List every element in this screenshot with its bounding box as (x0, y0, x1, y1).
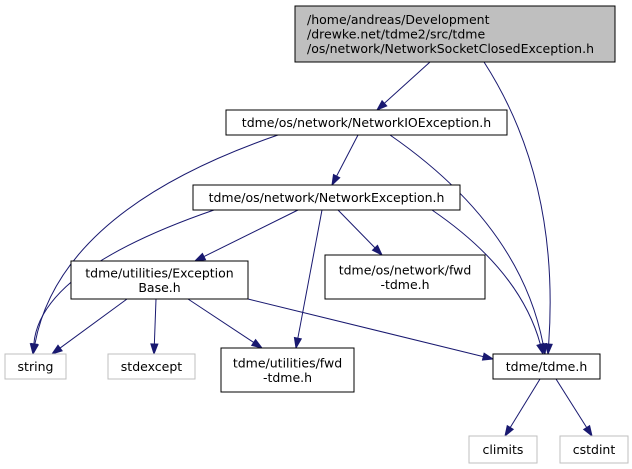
edge-exceptionbase-to-tdme (247, 298, 495, 361)
node-label-line: tdme/tdme.h (506, 359, 588, 374)
node-box (225, 109, 508, 136)
arrowhead (150, 343, 159, 356)
node-label-line: tdme/utilities/fwd (233, 355, 342, 370)
node-label-line: tdme/os/network/fwd (339, 262, 472, 277)
edge-line (337, 209, 376, 249)
arrowhead (582, 424, 593, 438)
node-label-line: climits (483, 442, 524, 457)
node-label-line: /os/network/NetworkSocketClosedException… (307, 41, 594, 56)
node-tdme[interactable]: tdme/tdme.h (492, 353, 601, 380)
edge-line (389, 134, 544, 345)
node-label-line: /drewke.net/tdme2/src/tdme (307, 27, 485, 42)
node-label-line: stdexcept (121, 359, 182, 374)
edge-line (483, 61, 551, 345)
node-networkexception[interactable]: tdme/os/network/NetworkException.h (192, 184, 461, 211)
node-label-line: /home/andreas/Development (307, 12, 490, 27)
edge-line (509, 378, 541, 428)
edge-exceptionbase-to-string (50, 298, 128, 355)
edges-layer (29, 61, 593, 438)
edge-line (555, 378, 588, 428)
node-box (492, 353, 601, 380)
edge-networkexception-to-tdme (431, 209, 545, 356)
node-label-line: string (18, 359, 54, 374)
arrowhead (504, 424, 515, 438)
node-root[interactable]: /home/andreas/Development/drewke.net/tdm… (294, 5, 616, 63)
arrowhead (536, 342, 545, 356)
node-string[interactable]: string (4, 353, 67, 380)
edge-line (297, 209, 323, 339)
nodes-layer: /home/andreas/Development/drewke.net/tdm… (4, 5, 629, 464)
edge-line (59, 298, 128, 349)
node-label-line: tdme/os/network/NetworkIOException.h (242, 115, 491, 130)
edge-line (187, 298, 254, 343)
node-stdexcept[interactable]: stdexcept (107, 353, 196, 380)
arrowhead (250, 338, 264, 349)
arrowhead (481, 352, 495, 361)
edge-tdme-to-cstdint (555, 378, 593, 438)
edge-networkioexception-to-tdme (389, 134, 548, 356)
edge-line (431, 209, 541, 345)
edge-networkioexception-to-networkexception (331, 134, 359, 187)
node-box (559, 435, 629, 464)
edge-root-to-tdme (483, 61, 553, 356)
node-network-fwd[interactable]: tdme/os/network/fwd-tdme.h (324, 254, 486, 300)
node-networkioexception[interactable]: tdme/os/network/NetworkIOException.h (225, 109, 508, 136)
node-box (324, 254, 486, 300)
node-label-line: -tdme.h (263, 370, 312, 385)
edge-line (34, 134, 279, 345)
edge-line (153, 298, 157, 345)
node-box (220, 347, 355, 393)
node-box (468, 435, 538, 464)
arrowhead (371, 244, 384, 257)
node-box (4, 353, 67, 380)
edge-line (384, 61, 431, 104)
edge-exceptionbase-to-stdexcept (150, 298, 159, 356)
arrowhead (544, 343, 553, 356)
arrowhead (50, 344, 63, 355)
edge-networkexception-to-utilities-fwd (293, 209, 323, 350)
edge-line (203, 209, 299, 258)
arrowhead (193, 252, 207, 262)
node-label-line: -tdme.h (380, 277, 429, 292)
edge-line (336, 134, 359, 177)
edge-line (247, 298, 484, 358)
node-label-line: tdme/utilities/Exception (85, 265, 233, 280)
node-box (294, 5, 616, 63)
node-utilities-fwd[interactable]: tdme/utilities/fwd-tdme.h (220, 347, 355, 393)
edge-networkexception-to-network-fwd (337, 209, 384, 257)
arrowhead (293, 336, 303, 350)
edge-exceptionbase-to-utilities-fwd (187, 298, 264, 349)
edge-tdme-to-climits (504, 378, 541, 438)
node-climits[interactable]: climits (468, 435, 538, 464)
edge-root-to-networkioexception (375, 61, 431, 112)
node-box (70, 260, 249, 300)
node-label-line: Base.h (138, 280, 180, 295)
edge-networkexception-to-exceptionbase (193, 209, 299, 262)
node-box (107, 353, 196, 380)
node-label-line: cstdint (573, 442, 616, 457)
node-label-line: tdme/os/network/NetworkException.h (209, 190, 445, 205)
arrowhead (29, 343, 39, 356)
node-box (192, 184, 461, 211)
arrowhead (331, 173, 341, 187)
arrowhead (375, 99, 388, 112)
node-cstdint[interactable]: cstdint (559, 435, 629, 464)
